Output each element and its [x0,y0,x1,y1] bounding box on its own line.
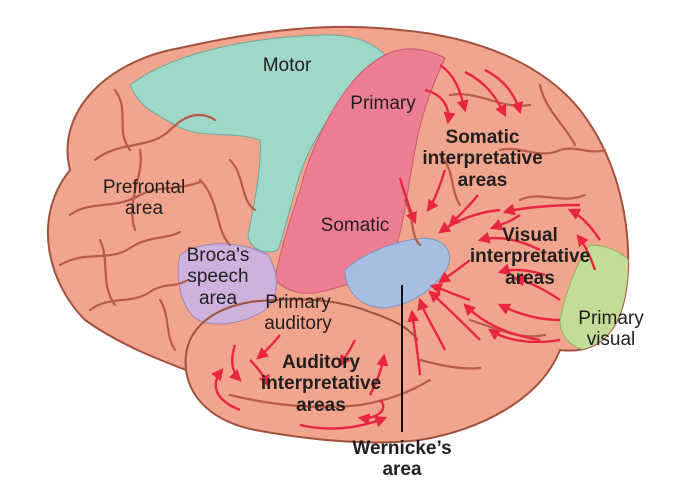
temporal-lobe-outline [184,298,419,371]
label-somatic-interpretative: Somatic interpretative areas [422,127,543,191]
label-auditory-interpretative: Auditory interpretative areas [260,352,382,416]
motor-area [129,34,386,253]
gyri-lines [58,83,607,409]
label-primary: Primary [350,93,416,114]
label-wernickes: Wernicke’s area [352,438,452,481]
association-arrows [211,64,601,430]
label-primary-visual: Primary visual [578,308,644,351]
label-motor: Motor [262,55,312,76]
label-somatic: Somatic [320,215,390,236]
label-prefrontal: Prefrontal area [102,177,186,220]
label-primary-auditory: Primary auditory [264,292,332,335]
label-visual-interpretative: Visual interpretative areas [469,225,591,289]
label-brocas: Broca's speech area [186,245,250,309]
brocas-area [177,243,277,325]
